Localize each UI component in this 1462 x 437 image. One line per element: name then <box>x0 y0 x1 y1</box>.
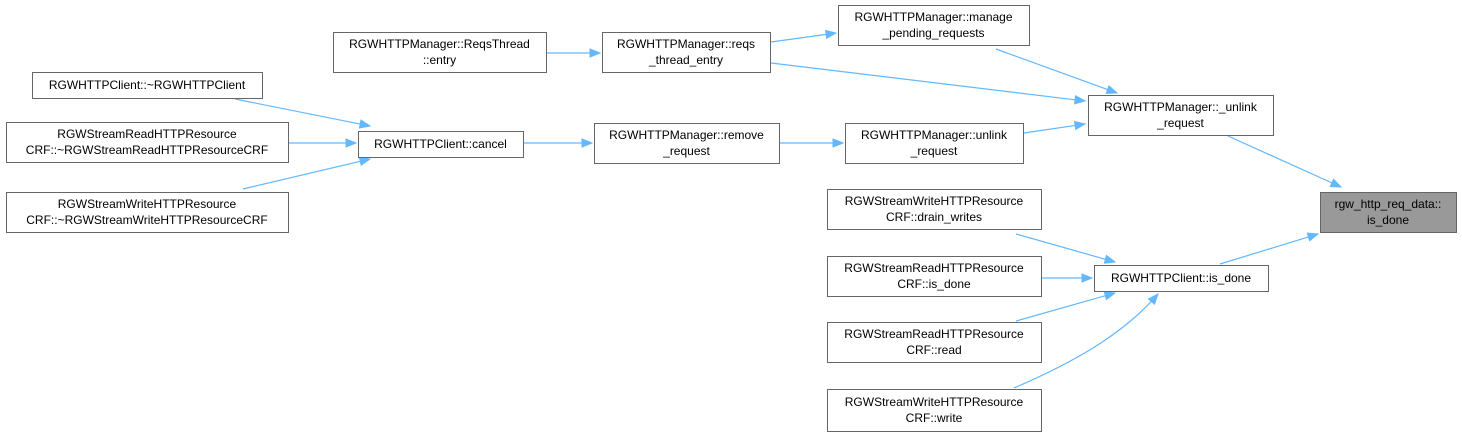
node-box <box>602 32 771 73</box>
node-label-line: CRF::write <box>906 411 963 425</box>
node-box <box>32 72 263 99</box>
node-label-line: _thread_entry <box>648 53 723 67</box>
arrowhead-client_cancel-to-remove_request <box>581 138 594 148</box>
edge-reqs_thread_entry-to-unlink_request_priv <box>770 62 1076 101</box>
node-label-line: RGWHTTPManager::reqs <box>617 37 755 51</box>
node-client-cancel[interactable]: RGWHTTPClient::cancel <box>358 131 524 158</box>
node-label-line: RGWHTTPManager::ReqsThread <box>349 37 530 51</box>
node-write-crf-dtor[interactable]: RGWStreamWriteHTTPResourceCRF::~RGWStrea… <box>6 192 289 233</box>
arrowhead-unlink_request_priv-to-root <box>1329 178 1343 188</box>
node-client-dtor[interactable]: RGWHTTPClient::~RGWHTTPClient <box>32 72 263 99</box>
node-label-line: CRF::read <box>906 343 961 357</box>
node-box <box>1088 95 1274 136</box>
node-box <box>6 192 289 233</box>
node-box <box>594 123 780 164</box>
node-label-line: CRF::~RGWStreamReadHTTPResourceCRF <box>26 143 268 157</box>
node-label-line: CRF::is_done <box>897 277 971 291</box>
node-read-read[interactable]: RGWStreamReadHTTPResourceCRF::read <box>827 322 1042 363</box>
node-label-line: is_done <box>1367 213 1409 227</box>
edge-manage_pending-to-unlink_request_priv <box>995 48 1108 91</box>
node-label-line: RGWStreamReadHTTPResource <box>844 327 1024 341</box>
arrowhead-client_is_done-to-root <box>1306 232 1320 242</box>
edge-write_crf_dtor-to-client_cancel <box>242 160 361 190</box>
node-label-line: ::entry <box>423 53 456 67</box>
arrowhead-reqs_thread_entry-to-manage_pending <box>824 29 838 40</box>
node-label-line: RGWHTTPManager::remove <box>609 128 764 142</box>
node-label-line: rgw_http_req_data:: <box>1335 197 1442 211</box>
node-label-line: RGWHTTPManager::_unlink <box>1104 100 1258 114</box>
edge-client_is_done-to-root <box>1219 236 1309 265</box>
node-box <box>333 32 547 73</box>
node-label-line: RGWStreamWriteHTTPResource <box>58 197 237 211</box>
arrowhead-manage_pending-to-unlink_request_priv <box>1105 84 1119 94</box>
node-box <box>827 256 1042 297</box>
arrowhead-reqs_thread_entry-to-unlink_request_priv <box>1074 95 1087 105</box>
node-label-line: RGWStreamWriteHTTPResource <box>845 395 1024 409</box>
node-box <box>358 131 524 158</box>
node-label-line: RGWHTTPClient::~RGWHTTPClient <box>49 78 246 92</box>
node-drain-writes[interactable]: RGWStreamWriteHTTPResourceCRF::drain_wri… <box>827 189 1042 230</box>
node-label-line: RGWHTTPManager::manage <box>854 10 1012 24</box>
node-box <box>827 189 1042 230</box>
node-label-line: _request <box>910 144 958 158</box>
node-unlink-request-priv[interactable]: RGWHTTPManager::_unlink_request <box>1088 95 1274 136</box>
node-box <box>1320 192 1457 233</box>
arrowhead-drain_writes-to-client_is_done <box>1103 254 1117 264</box>
edge-unlink_request-to-unlink_request_priv <box>1023 124 1076 134</box>
arrowhead-read_crf_dtor-to-client_cancel <box>345 138 358 148</box>
node-write-write[interactable]: RGWStreamWriteHTTPResourceCRF::write <box>827 389 1042 432</box>
node-client-is-done[interactable]: RGWHTTPClient::is_done <box>1094 265 1269 292</box>
edge-write_write-to-client_is_done <box>1013 293 1159 389</box>
node-root[interactable]: rgw_http_req_data::is_done <box>1320 192 1457 233</box>
node-label-line: _pending_requests <box>881 26 984 40</box>
arrowhead-reqs_thread-to-reqs_thread_entry <box>589 48 602 58</box>
node-box <box>827 389 1042 432</box>
node-reqs-thread[interactable]: RGWHTTPManager::ReqsThread::entry <box>333 32 547 73</box>
arrowhead-write_crf_dtor-to-client_cancel <box>358 156 372 167</box>
edge-unlink_request_priv-to-root <box>1227 135 1333 184</box>
node-box <box>838 5 1030 46</box>
node-label-line: RGWStreamReadHTTPResource <box>844 261 1024 275</box>
edge-drain_writes-to-client_is_done <box>1015 233 1106 260</box>
edge-reqs_thread_entry-to-manage_pending <box>770 33 827 43</box>
node-label-line: RGWHTTPManager::unlink <box>861 128 1008 142</box>
node-label-line: RGWHTTPClient::is_done <box>1111 271 1251 285</box>
node-reqs-thread-entry[interactable]: RGWHTTPManager::reqs_thread_entry <box>602 32 771 73</box>
node-label-line: _request <box>1156 116 1204 130</box>
arrowhead-read_is_done-to-client_is_done <box>1081 273 1094 283</box>
node-label-line: RGWHTTPClient::cancel <box>374 137 507 151</box>
arrowhead-read_read-to-client_is_done <box>1103 291 1117 301</box>
node-manage-pending[interactable]: RGWHTTPManager::manage_pending_requests <box>838 5 1030 46</box>
node-box <box>845 123 1024 164</box>
node-read-crf-dtor[interactable]: RGWStreamReadHTTPResourceCRF::~RGWStream… <box>6 122 289 163</box>
node-label-line: _request <box>662 144 710 158</box>
node-label-line: RGWStreamReadHTTPResource <box>57 127 237 141</box>
node-box <box>6 122 289 163</box>
node-label-line: CRF::drain_writes <box>886 210 982 224</box>
node-unlink-request[interactable]: RGWHTTPManager::unlink_request <box>845 123 1024 164</box>
node-label-line: CRF::~RGWStreamWriteHTTPResourceCRF <box>26 213 267 227</box>
arrowhead-client_dtor-to-client_cancel <box>358 119 372 129</box>
node-remove-request[interactable]: RGWHTTPManager::remove_request <box>594 123 780 164</box>
node-label-line: RGWStreamWriteHTTPResource <box>845 194 1024 208</box>
arrowhead-write_write-to-client_is_done <box>1147 292 1159 306</box>
arrowhead-remove_request-to-unlink_request <box>832 138 845 148</box>
arrowhead-unlink_request-to-unlink_request_priv <box>1073 120 1087 131</box>
edge-read_read-to-client_is_done <box>1015 295 1106 322</box>
edge-client_dtor-to-client_cancel <box>234 98 361 125</box>
node-box <box>1094 265 1269 292</box>
node-box <box>827 322 1042 363</box>
node-read-is-done[interactable]: RGWStreamReadHTTPResourceCRF::is_done <box>827 256 1042 297</box>
